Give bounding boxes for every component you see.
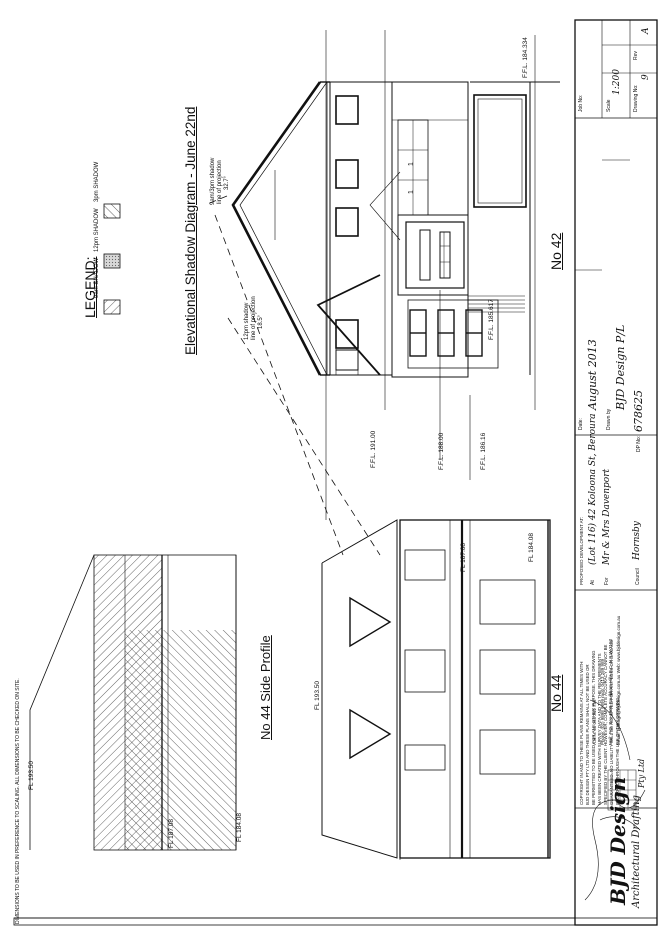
annotation-9am-3pm-line-1: 9am/3pm shadow — [210, 157, 216, 205]
copyright-3: BE PERMITTED TO BE USED FOR ANY OTHER PU… — [591, 650, 596, 805]
copyright-2: BJD DESIGN PTY LTD AND THESE PLANS SHALL… — [585, 664, 590, 805]
rev: A — [641, 27, 651, 35]
address: (Lot 116) 42 Koloona St, Beroura — [588, 413, 598, 565]
for-label: For — [604, 577, 610, 586]
job-label: Job No: — [578, 94, 584, 112]
no42-ffl-185: F.F.L. 185.617 — [488, 299, 495, 340]
legend-swatch-3pm — [103, 203, 121, 219]
date-label: Date: — [578, 418, 584, 430]
legend-label-3pm: 3pm SHADOW — [94, 161, 100, 202]
legend-swatch-9am — [103, 299, 121, 315]
dp-label: DP No: — [636, 435, 642, 452]
annotation-9am-3pm-line-2: line of projection — [217, 160, 223, 204]
copyright-1: COPYRIGHT IN AND TO THESE PLANS REMAINS … — [579, 661, 584, 805]
dp: 678625 — [632, 390, 645, 432]
copyright-7: INCURRED THROUGH THE USE OF THIS DRAWING… — [615, 696, 620, 805]
no42-ffl-191: F.F.L. 191.00 — [370, 430, 377, 468]
no42-ffl-186: F.F.L. 186.16 — [480, 432, 487, 470]
annotation-12pm-line-1: 12pm shadow — [244, 302, 250, 340]
scale: 1:200 — [612, 69, 622, 95]
annotation-12pm-line-3: 18.5° — [258, 314, 264, 329]
proposed-label: PROPOSED DEVELOPMENT AT: — [579, 517, 584, 585]
council: Hornsby — [632, 521, 642, 560]
at-label: At — [590, 580, 596, 585]
copyright-6: GUARANTEED. NO LIABILITY WILL BE ACCEPTE… — [609, 639, 614, 805]
no42-label: No 42 — [548, 232, 564, 270]
side-profile-label: No 44 Side Profile — [258, 635, 273, 740]
no42-ffl-184: F.F.L. 184.334 — [522, 37, 529, 78]
no44-fl-184: FL 184.08 — [528, 532, 535, 562]
title-block — [13, 19, 658, 926]
firm-subtitle: Architectural Drafting — [631, 795, 642, 908]
no44-fl-193: FL 193.50 — [314, 680, 321, 710]
legend-swatch-12pm — [103, 253, 121, 269]
council-label: Council — [635, 568, 641, 585]
no44-fl-187: FL 187.08 — [460, 542, 467, 572]
firm-reg: Pty Ltd — [637, 758, 646, 788]
disclaimer: DIMENSIONS TO BE USED IN PREFERENCE TO S… — [15, 678, 21, 924]
scale-label: Scale — [606, 99, 612, 112]
no42-elevation — [231, 30, 560, 520]
legend-swatches — [103, 203, 121, 315]
drawing: 9 — [641, 74, 651, 80]
client: Mr & Mrs Davenport — [602, 468, 612, 565]
no44-elevation — [321, 519, 551, 860]
annotation-9am-3pm-line-3: 32.7° — [224, 175, 230, 190]
no44-label: No 44 — [548, 674, 564, 712]
rev-label: Rev — [633, 51, 639, 60]
side-profile-fl-184: FL 184.08 — [236, 812, 243, 842]
copyright-4: HAS BEEN CREATED WITH SURVEY DATA AND TO… — [597, 653, 602, 805]
drawn-by: BJD Design P/L — [614, 324, 627, 410]
no42-ffl-188: F.F.L. 188.00 — [438, 432, 445, 470]
no44-side-profile — [29, 554, 237, 851]
date: August 2013 — [586, 339, 599, 410]
legend-label-9am: 9am SHADOW — [94, 257, 100, 298]
drawn-label: Drawn by — [606, 408, 612, 430]
legend-label-12pm: 12pm SHADOW — [94, 208, 100, 252]
copyright-5: SPECIFIED BY THE CLIENT. HOWEVER, COMPLE… — [603, 644, 608, 805]
side-profile-fl-187: FL 187.08 — [168, 818, 175, 848]
shadow-projection-lines — [204, 195, 381, 556]
diagram-title: Elevational Shadow Diagram - June 22nd — [183, 106, 198, 355]
side-profile-fl-193: FL 193.50 — [28, 760, 35, 790]
no42-window-mark-2: 1 — [408, 190, 415, 194]
annotation-12pm-line-2: line of projection — [251, 296, 257, 340]
no42-window-mark-1: 1 — [408, 162, 415, 166]
drawing-label: Drawing No: — [633, 84, 639, 112]
